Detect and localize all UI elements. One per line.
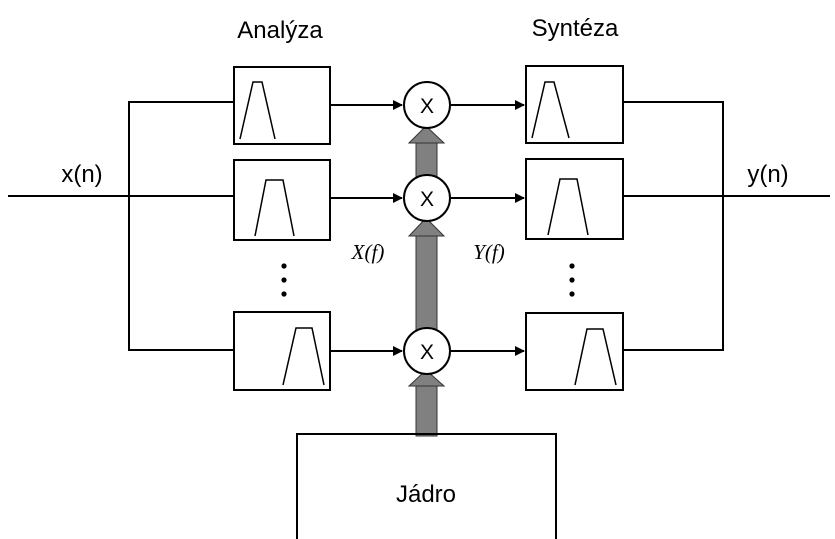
output-summation-bus: [623, 101, 724, 351]
spectrum-out-label: Y(f): [473, 240, 505, 264]
analysis-filter-1: [233, 66, 331, 145]
multiplier-2: X: [403, 174, 451, 222]
kernel-arrow-top: [407, 125, 446, 181]
synthesis-filter-2: [525, 158, 624, 240]
synthesis-filter-3: [525, 312, 624, 391]
analysis-ellipsis: [281, 263, 287, 297]
spectrum-in-label: X(f): [351, 240, 385, 264]
bandpass-response-icon: [547, 178, 589, 236]
multiply-icon: X: [420, 188, 434, 211]
analysis-heading: Analýza: [237, 17, 323, 44]
kernel-arrow-middle: [407, 217, 446, 334]
bandpass-response-icon: [239, 81, 276, 140]
analysis-filter-2: [233, 159, 331, 241]
kernel-label: Jádro: [396, 481, 456, 508]
bandpass-response-icon: [531, 81, 570, 139]
output-label: y(n): [747, 161, 788, 188]
kernel-arrow-bottom: [407, 369, 446, 437]
synthesis-filter-1: [525, 65, 624, 144]
bandpass-response-icon: [282, 327, 325, 386]
multiplier-3: X: [403, 327, 451, 375]
analysis-filter-3: [233, 311, 331, 391]
multiplier-1: X: [403, 81, 451, 129]
bandpass-response-icon: [574, 328, 617, 386]
multiply-icon: X: [420, 95, 434, 118]
synthesis-heading: Syntéza: [532, 15, 619, 42]
synthesis-ellipsis: [569, 263, 575, 297]
bandpass-response-icon: [254, 179, 295, 237]
input-label: x(n): [61, 161, 102, 188]
multiply-icon: X: [420, 341, 434, 364]
input-distribution-bus: [128, 101, 234, 351]
kernel-box: [296, 433, 557, 539]
